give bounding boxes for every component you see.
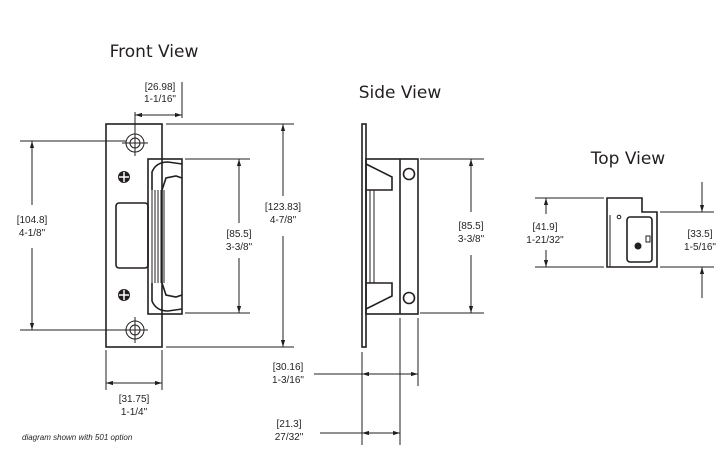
body-hole-top — [402, 167, 416, 181]
dim-total-depth-in: 1-3/16" — [272, 375, 304, 386]
top-view: Top View [41.9] 1-21/32" [33.5] 1-5/16" — [526, 149, 716, 298]
phillips-screw-icon — [118, 289, 130, 301]
body-hole-bottom — [402, 291, 416, 305]
dim-plate-width-in: 1-1/4" — [121, 407, 148, 418]
dim-faceplate-offset-in: 1-1/16" — [144, 94, 176, 105]
dim-body-height-in: 3-3/8" — [458, 234, 485, 245]
dim-body-depth-in: 1-5/16" — [684, 242, 716, 253]
mounting-screw-top-icon — [122, 130, 148, 156]
side-view-title: Side View — [359, 83, 442, 103]
dim-total-depth-mm: [30.16] — [273, 362, 304, 373]
dim-plate-width-mm: [31.75] — [119, 394, 150, 405]
dim-overall-depth-in: 1-21/32" — [526, 235, 564, 246]
dim-keeper-height-mm: [85.5] — [226, 229, 251, 240]
top-view-title: Top View — [590, 149, 666, 169]
dim-plate-height-mm: [123.83] — [265, 202, 301, 213]
dim-keeper-height-in: 3-3/8" — [226, 242, 253, 253]
dim-overall-depth-mm: [41.9] — [532, 222, 557, 233]
front-view-title: Front View — [110, 42, 199, 62]
faceplate — [105, 123, 163, 348]
dim-faceplate-offset-mm: [26.98] — [145, 82, 176, 93]
dim-keeper-depth-in: 27/32" — [275, 432, 304, 443]
dim-body-height-mm: [85.5] — [458, 221, 483, 232]
dim-screw-spacing-mm: [104.8] — [17, 215, 48, 226]
side-view: Side View [85.5] 3-3/8" [30.16] 1-3/16" … — [272, 83, 485, 445]
latch-slot — [115, 202, 149, 269]
keeper — [147, 158, 183, 315]
dim-keeper-depth-mm: [21.3] — [276, 419, 301, 430]
dim-screw-spacing-in: 4-1/8" — [19, 228, 46, 239]
top-housing — [626, 216, 653, 263]
front-view: Front View — [17, 42, 302, 418]
phillips-screw-icon — [118, 171, 130, 183]
top-body — [606, 197, 658, 268]
dim-body-depth-mm: [33.5] — [687, 229, 712, 240]
strike-body — [365, 158, 419, 315]
connector-icon — [634, 242, 642, 250]
dim-plate-height-in: 4-7/8" — [270, 215, 297, 226]
footnote: diagram shown with 501 option — [22, 433, 133, 442]
